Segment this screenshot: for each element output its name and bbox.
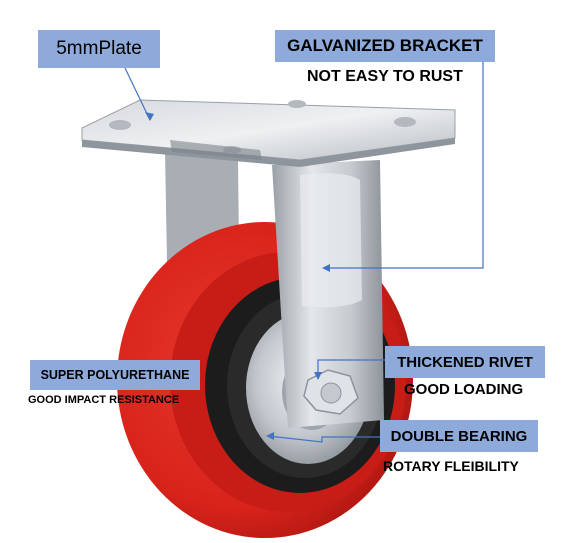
polyurethane-label: SUPER POLYURETHANE [30, 360, 200, 390]
rivet-label-text: THICKENED RIVET [397, 353, 533, 371]
polyurethane-label-text: SUPER POLYURETHANE [40, 368, 190, 382]
bearing-label: DOUBLE BEARING [380, 420, 538, 452]
axle-nut [303, 369, 359, 415]
bearing-label-text: DOUBLE BEARING [390, 427, 528, 445]
rivet-subtitle: GOOD LOADING [404, 381, 524, 398]
plate-label-text: 5mmPlate [56, 38, 142, 59]
bearing-subtitle: ROTARY FLEIBILITY [383, 458, 519, 474]
bracket-label: GALVANIZED BRACKET [275, 30, 495, 62]
plate-label: 5mmPlate [38, 30, 160, 68]
bracket-label-text: GALVANIZED BRACKET [287, 36, 483, 55]
rivet-label: THICKENED RIVET [385, 346, 545, 378]
bracket-subtitle: NOT EASY TO RUST [307, 68, 463, 85]
polyurethane-subtitle: GOOD IMPACT RESISTANCE [28, 394, 180, 406]
